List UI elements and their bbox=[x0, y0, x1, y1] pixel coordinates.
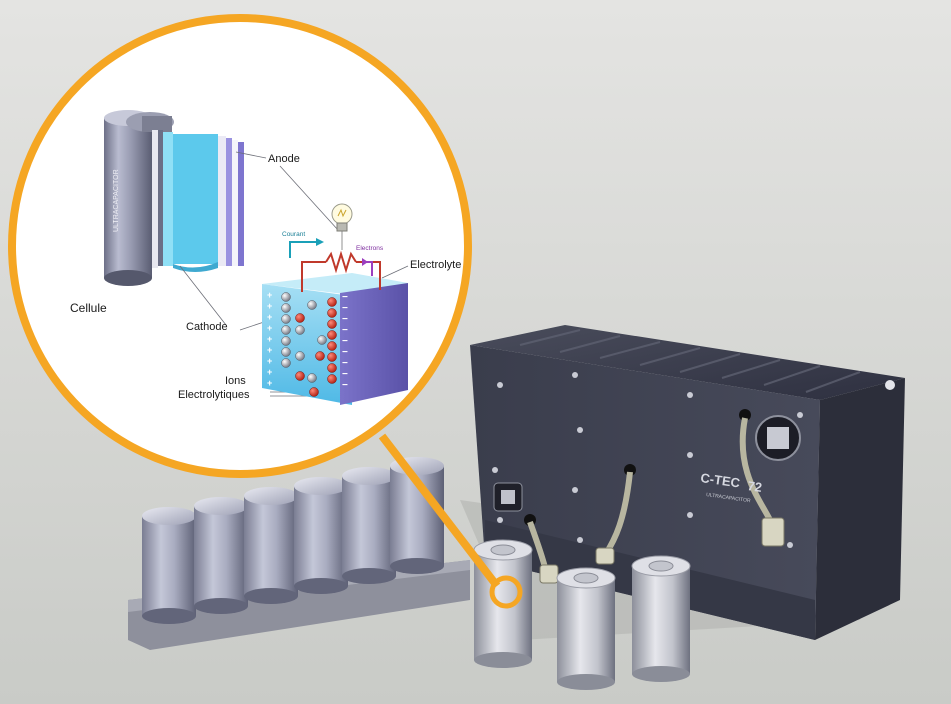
ultracapacitor-module: C-TEC 72 ULTRACAPACITOR bbox=[460, 325, 905, 640]
negative-ion bbox=[281, 347, 291, 357]
current-label: Courant bbox=[282, 231, 305, 238]
negative-ion bbox=[295, 351, 305, 361]
electrode-minus-sign: − bbox=[342, 325, 348, 336]
positive-ion bbox=[327, 374, 337, 384]
electrode-minus-sign: − bbox=[342, 358, 348, 369]
positive-ion bbox=[327, 297, 337, 307]
callout-connector bbox=[378, 433, 501, 589]
negative-ion bbox=[307, 373, 317, 383]
electrons-label: Electrons bbox=[356, 245, 384, 252]
module-model: 72 bbox=[747, 478, 763, 495]
positive-ion bbox=[327, 330, 337, 340]
electrode-plus-sign: + bbox=[267, 367, 272, 377]
electrode-minus-sign: − bbox=[342, 347, 348, 358]
positive-ion bbox=[295, 313, 305, 323]
single-cells bbox=[473, 539, 691, 690]
electrode-minus-sign: − bbox=[342, 303, 348, 314]
electrode-plus-sign: + bbox=[267, 301, 272, 311]
electrode-plus-sign: + bbox=[267, 290, 272, 300]
electrode-plus-sign: + bbox=[267, 334, 272, 344]
cutaway-cell: ULTRACAPACITOR bbox=[104, 110, 244, 286]
negative-ion bbox=[281, 336, 291, 346]
highlight-ring bbox=[489, 575, 523, 609]
electrode-minus-sign: − bbox=[342, 314, 348, 325]
negative-ion bbox=[281, 325, 291, 335]
label-anode: Anode bbox=[268, 153, 300, 165]
negative-ion bbox=[281, 358, 291, 368]
negative-ion bbox=[281, 292, 291, 302]
external-circuit: Courant Electrons bbox=[282, 203, 384, 292]
electrode-minus-sign: − bbox=[342, 380, 348, 391]
labels: Anode Electrolyte Cellule Cathode Ions E… bbox=[70, 153, 461, 401]
positive-ion bbox=[295, 371, 305, 381]
negative-ion bbox=[281, 314, 291, 324]
positive-ion bbox=[327, 319, 337, 329]
electrode-plus-sign: + bbox=[267, 323, 272, 333]
positive-ion bbox=[327, 363, 337, 373]
label-cathode: Cathode bbox=[186, 321, 228, 333]
electrode-minus-sign: − bbox=[342, 336, 348, 347]
negative-ion bbox=[317, 335, 327, 345]
label-cellule: Cellule bbox=[70, 301, 107, 315]
cell-side-text: ULTRACAPACITOR bbox=[113, 169, 120, 232]
light-bulb-icon bbox=[331, 203, 353, 250]
label-electrolytiques: Electrolytiques bbox=[178, 389, 250, 401]
positive-ion bbox=[327, 341, 337, 351]
label-electrolyte: Electrolyte bbox=[410, 259, 461, 271]
current-arrow bbox=[289, 241, 316, 258]
electrode-plus-sign: + bbox=[267, 378, 272, 388]
electrode-minus-sign: − bbox=[342, 292, 348, 303]
electrode-minus-sign: − bbox=[342, 369, 348, 380]
label-ions: Ions bbox=[225, 375, 246, 387]
positive-ion bbox=[327, 352, 337, 362]
negative-ion bbox=[307, 300, 317, 310]
negative-ion bbox=[295, 325, 305, 335]
electrode-plus-sign: + bbox=[267, 356, 272, 366]
electrode-plus-sign: + bbox=[267, 312, 272, 322]
positive-ion bbox=[315, 351, 325, 361]
positive-ion bbox=[309, 387, 319, 397]
double-layer-box: +++++++++−−−−−−−−− bbox=[262, 273, 408, 405]
negative-ion bbox=[281, 303, 291, 313]
electrode-plus-sign: + bbox=[267, 345, 272, 355]
positive-ion bbox=[327, 308, 337, 318]
resistor bbox=[325, 250, 357, 274]
module-brand: C-TEC bbox=[700, 470, 742, 490]
